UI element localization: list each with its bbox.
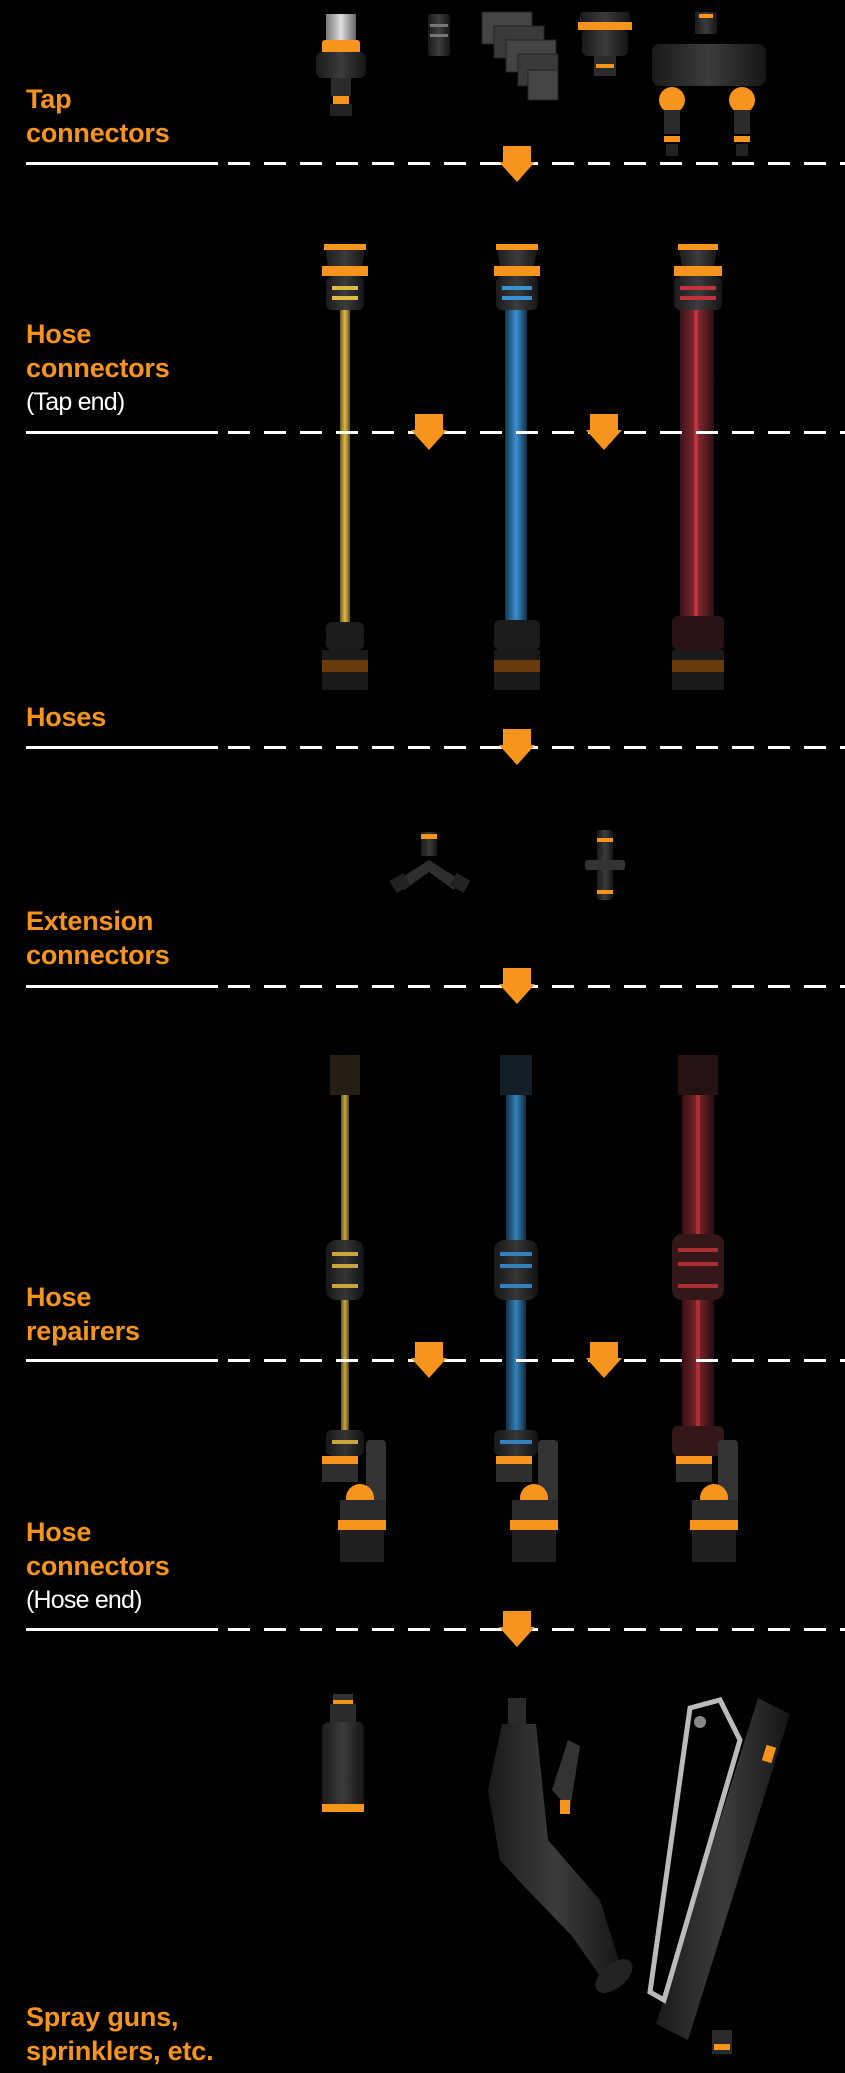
- spray-gun: [488, 1698, 633, 1993]
- hose-blue: [494, 244, 540, 690]
- spray-nozzle: [322, 1694, 364, 1812]
- down-arrow-icon: [411, 414, 447, 450]
- hose-end-connector-red: [676, 1440, 738, 1562]
- section-label-hose-connectors-tap-end: Hose connectors (Tap end): [26, 317, 170, 419]
- down-arrow-icon: [586, 1342, 622, 1378]
- divider-line: [26, 985, 845, 988]
- label-line: Extension: [26, 906, 154, 936]
- repair-hose-red: [672, 1055, 724, 1456]
- section-label-spray-guns: Spray guns, sprinklers, etc.: [26, 2000, 214, 2068]
- divider-line: [26, 431, 845, 434]
- divider-line: [26, 746, 845, 749]
- section-label-extension-connectors: Extension connectors: [26, 904, 170, 972]
- label-line: Hose: [26, 319, 92, 349]
- section-label-hose-connectors-hose-end: Hose connectors (Hose end): [26, 1515, 170, 1617]
- hose-end-connector-yellow: [322, 1440, 386, 1562]
- label-line: connectors: [26, 940, 170, 970]
- label-line: Hose: [26, 1517, 92, 1547]
- hose-yellow: [322, 244, 368, 690]
- section-label-tap-connectors: Tap connectors: [26, 82, 170, 150]
- label-line: connectors: [26, 1551, 170, 1581]
- label-subtitle: (Tap end): [26, 388, 125, 416]
- section-label-hoses: Hoses: [26, 700, 106, 734]
- extension-connector-straight: [585, 830, 625, 900]
- label-line: Spray guns,: [26, 2002, 179, 2032]
- divider-line: [26, 1359, 845, 1362]
- down-arrow-icon: [586, 414, 622, 450]
- hose-end-connector-blue: [496, 1440, 558, 1562]
- down-arrow-icon: [411, 1342, 447, 1378]
- extension-connector-y: [389, 832, 471, 894]
- label-line: sprinklers, etc.: [26, 2036, 214, 2066]
- label-subtitle: (Hose end): [26, 1586, 142, 1614]
- down-arrow-icon: [499, 1611, 535, 1647]
- repair-hose-blue: [494, 1055, 538, 1456]
- divider-line: [26, 162, 845, 165]
- label-line: Hose: [26, 1282, 92, 1312]
- repair-hose-yellow: [326, 1055, 364, 1456]
- label-line: Tap: [26, 84, 72, 114]
- divider-line: [26, 1628, 845, 1631]
- tap-connector-2: [428, 14, 450, 56]
- sprinkler: [647, 1697, 790, 2054]
- section-label-hose-repairers: Hose repairers: [26, 1280, 140, 1348]
- tap-connector-twin-tap: [652, 12, 766, 156]
- tap-connector-adapter-stack: [481, 11, 559, 101]
- label-line: repairers: [26, 1316, 140, 1346]
- tap-connector-3: [578, 12, 632, 76]
- tap-connector-1: [316, 14, 366, 116]
- down-arrow-icon: [499, 729, 535, 765]
- down-arrow-icon: [499, 146, 535, 182]
- label-line: Hoses: [26, 702, 107, 732]
- hose-red: [672, 244, 724, 690]
- label-line: connectors: [26, 353, 170, 383]
- down-arrow-icon: [499, 968, 535, 1004]
- label-line: connectors: [26, 118, 170, 148]
